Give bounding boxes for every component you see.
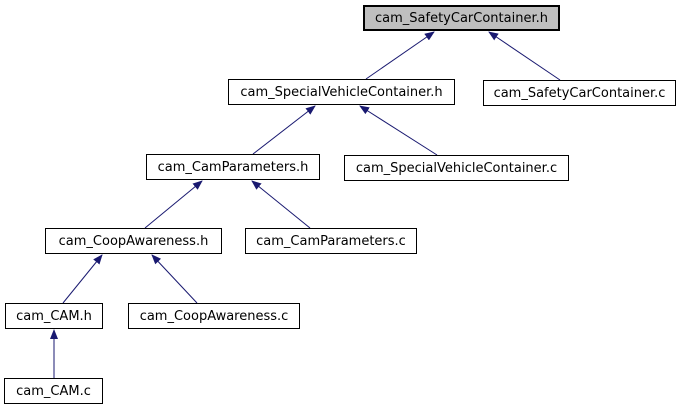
graph-node-cam-cam-h[interactable]: cam_CAM.h xyxy=(5,303,103,329)
graph-node-cam-coopawareness-h[interactable]: cam_CoopAwareness.h xyxy=(45,228,222,254)
graph-node-cam-coopawareness-c[interactable]: cam_CoopAwareness.c xyxy=(128,303,300,329)
graph-node-cam-cam-c[interactable]: cam_CAM.c xyxy=(4,378,103,404)
include-edge-cam-specialvehiclecontainer-h-to-cam-safetycarcontainer-h xyxy=(365,31,435,80)
graph-node-cam-safetycarcontainer-c[interactable]: cam_SafetyCarContainer.c xyxy=(483,80,676,106)
include-edge-cam-specialvehiclecontainer-c-to-cam-specialvehiclecontainer-h xyxy=(359,105,438,156)
include-edge-cam-camparameters-h-to-cam-specialvehiclecontainer-h xyxy=(252,105,316,155)
graph-node-cam-specialvehiclecontainer-h[interactable]: cam_SpecialVehicleContainer.h xyxy=(228,79,455,105)
include-edge-cam-cam-h-to-cam-coopawareness-h xyxy=(62,254,103,304)
include-edge-cam-coopawareness-c-to-cam-coopawareness-h xyxy=(151,254,198,304)
include-edge-cam-camparameters-c-to-cam-camparameters-h xyxy=(251,180,311,229)
graph-node-cam-camparameters-c[interactable]: cam_CamParameters.c xyxy=(245,228,417,254)
graph-node-cam-safetycarcontainer-h[interactable]: cam_SafetyCarContainer.h xyxy=(363,5,560,31)
include-edge-cam-safetycarcontainer-c-to-cam-safetycarcontainer-h xyxy=(488,31,561,81)
include-edge-cam-coopawareness-h-to-cam-camparameters-h xyxy=(144,180,203,229)
graph-node-cam-camparameters-h[interactable]: cam_CamParameters.h xyxy=(146,154,320,180)
graph-node-cam-specialvehiclecontainer-c[interactable]: cam_SpecialVehicleContainer.c xyxy=(344,155,569,181)
